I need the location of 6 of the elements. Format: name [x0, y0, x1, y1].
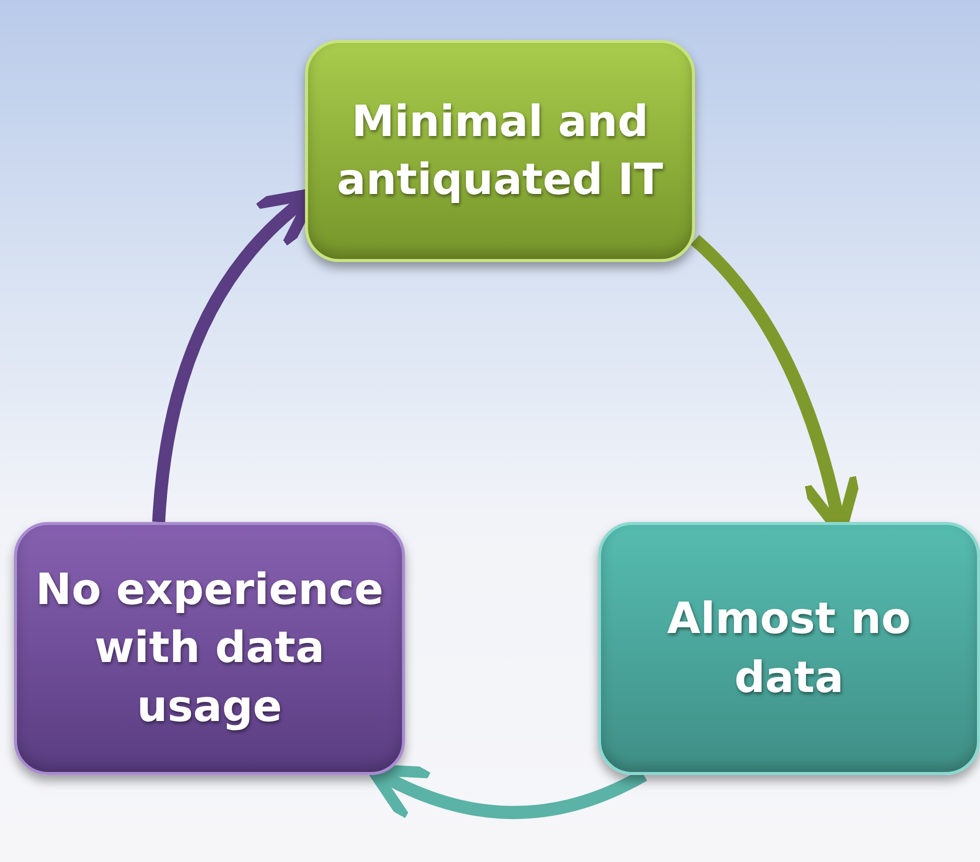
box-label: Almost no data: [666, 593, 912, 704]
box-label: Minimal and antiquated IT: [336, 96, 664, 207]
rounded-box: [598, 522, 980, 775]
box-label: No experience with data usage: [34, 564, 384, 734]
rounded-box: [305, 40, 695, 262]
rounded-box: [14, 522, 405, 775]
